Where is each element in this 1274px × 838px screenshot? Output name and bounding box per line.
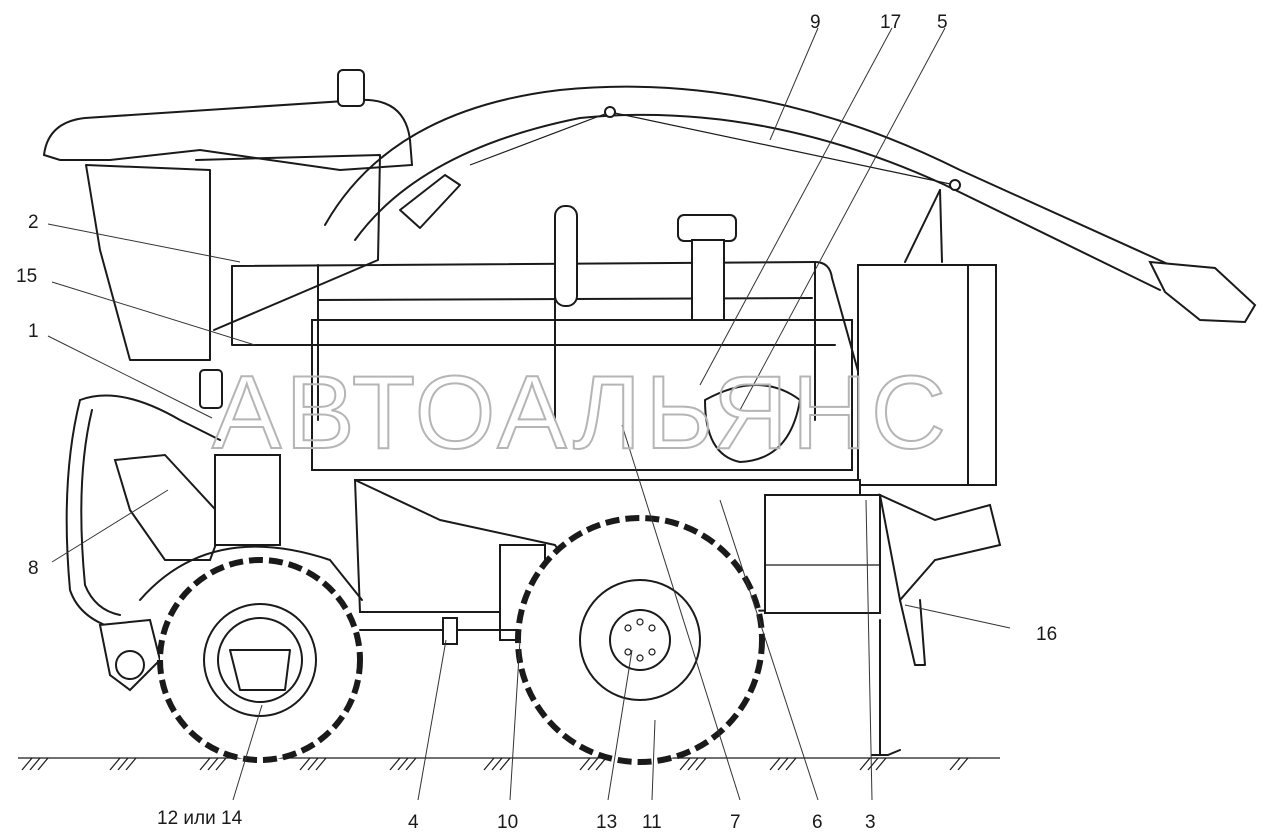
front-mechanism xyxy=(65,394,363,692)
callout-15: 15 xyxy=(16,266,37,287)
hydraulic-valve-block xyxy=(214,454,281,546)
callout-5: 5 xyxy=(937,12,948,33)
callout-labels: 9 17 5 2 15 1 8 16 12 или 14 4 10 13 11 … xyxy=(16,12,1057,833)
callout-13: 13 xyxy=(596,812,617,833)
discharge-spout xyxy=(324,85,1257,324)
callout-8: 8 xyxy=(28,558,39,579)
air-filter-cap xyxy=(677,214,737,242)
battery-box xyxy=(764,494,881,614)
callout-12-or-14: 12 или 14 xyxy=(157,808,243,829)
callout-6: 6 xyxy=(812,812,823,833)
ground-line xyxy=(18,757,1000,771)
rear-panel xyxy=(857,264,969,486)
watermark-text: АВТОАЛЬЯНС xyxy=(212,355,950,471)
radiator-grill xyxy=(967,264,997,486)
callout-9: 9 xyxy=(810,12,821,33)
callout-10: 10 xyxy=(497,812,518,833)
callout-3: 3 xyxy=(865,812,876,833)
front-wheel xyxy=(157,557,363,763)
air-intake xyxy=(691,239,725,321)
rear-hitch xyxy=(878,493,1002,603)
leader-lines xyxy=(47,27,1011,801)
rear-wheel xyxy=(515,515,765,765)
callout-11: 11 xyxy=(642,812,662,833)
callout-4: 4 xyxy=(408,812,419,833)
callout-17: 17 xyxy=(880,12,901,33)
cab xyxy=(42,69,414,409)
engine-deck xyxy=(231,205,997,486)
exhaust-pipe xyxy=(554,205,578,307)
callout-2: 2 xyxy=(28,212,39,233)
spout-deflector xyxy=(1148,260,1257,324)
mirror xyxy=(199,369,223,409)
callout-7: 7 xyxy=(730,812,741,833)
beacon-light xyxy=(337,69,365,107)
callout-16: 16 xyxy=(1036,624,1057,645)
callout-1: 1 xyxy=(28,321,39,342)
